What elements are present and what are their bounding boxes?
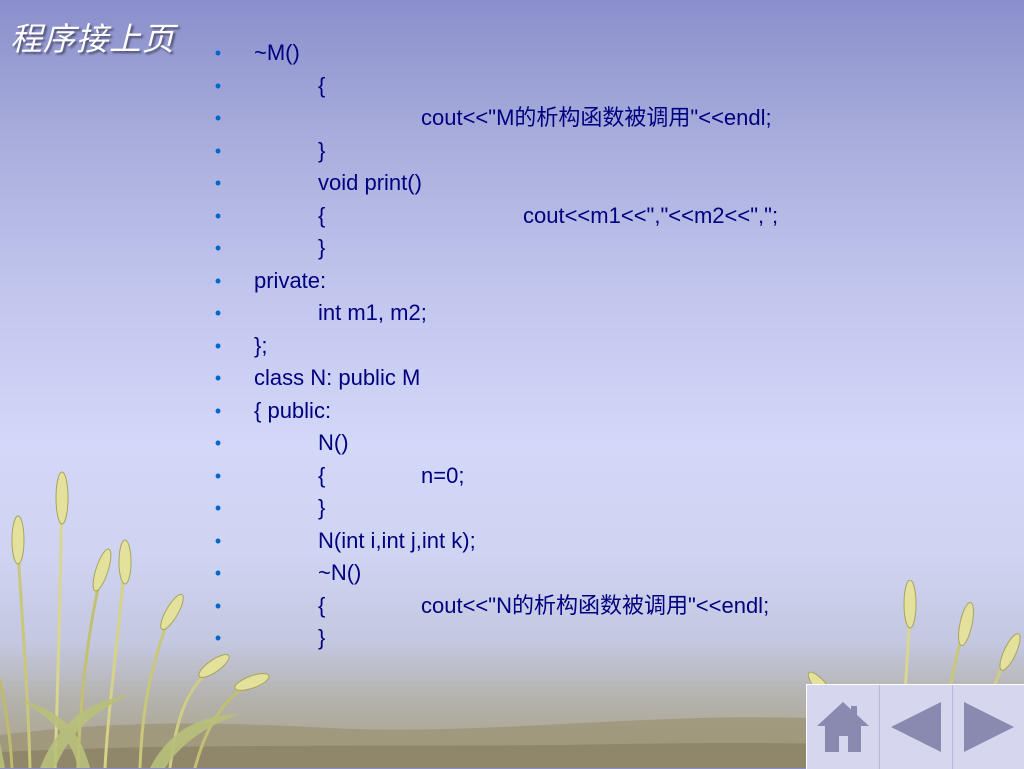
bullet-point: • <box>214 628 222 648</box>
home-icon <box>817 702 869 752</box>
code-text: private: <box>254 267 327 293</box>
bullet-point: • <box>214 303 222 323</box>
bullet-point: • <box>214 238 222 258</box>
code-text: int m1, m2; <box>318 300 427 325</box>
bullet-point: • <box>214 270 222 291</box>
arrow-right-icon <box>964 702 1014 752</box>
code-text: void print() <box>318 170 422 195</box>
bullet-point: • <box>214 595 222 616</box>
code-text-continued: cout<<"N的析构函数被调用"<<endl; <box>421 592 770 618</box>
code-text: }; <box>254 332 268 358</box>
bullet-point: • <box>214 43 222 63</box>
code-text: { public: <box>254 397 332 423</box>
code-text: N() <box>318 430 349 455</box>
code-text: } <box>318 137 326 163</box>
bullet-point: • <box>214 498 222 518</box>
code-text: ~M() <box>254 40 300 65</box>
code-text: { <box>318 592 326 618</box>
arrow-left-icon <box>891 702 941 752</box>
code-text: } <box>318 235 326 260</box>
code-text: { <box>318 462 326 488</box>
code-text: { <box>318 202 326 228</box>
slide-title: 程序接上页 <box>10 20 176 58</box>
bullet-point: • <box>214 205 222 226</box>
bullet-point: • <box>214 400 222 421</box>
bullet-point: • <box>214 368 222 388</box>
bullet-point: • <box>214 433 222 453</box>
previous-slide-button[interactable] <box>880 685 953 769</box>
code-text: } <box>318 625 326 650</box>
bullet-point: • <box>214 173 222 193</box>
code-text: } <box>318 495 326 520</box>
code-text-continued: cout<<m1<<","<<m2<<","; <box>523 202 779 228</box>
code-text: class N: public M <box>254 365 421 390</box>
code-text-continued: n=0; <box>421 462 465 488</box>
bullet-point: • <box>214 530 222 551</box>
bullet-point: • <box>214 75 222 96</box>
next-slide-button[interactable] <box>953 685 1024 769</box>
bullet-point: • <box>214 335 222 356</box>
bullet-point: • <box>214 140 222 161</box>
code-text: N(int i,int j,int k); <box>318 527 476 553</box>
bullet-point: • <box>214 563 222 583</box>
slide-navigation <box>806 684 1024 769</box>
bullet-point: • <box>214 465 222 486</box>
bullet-point: • <box>214 108 222 128</box>
home-button[interactable] <box>807 685 880 769</box>
wheat-grass-illustration-left <box>0 471 270 768</box>
code-text: { <box>318 72 326 98</box>
code-text: ~N() <box>318 560 362 585</box>
code-text: cout<<"M的析构函数被调用"<<endl; <box>421 105 772 130</box>
